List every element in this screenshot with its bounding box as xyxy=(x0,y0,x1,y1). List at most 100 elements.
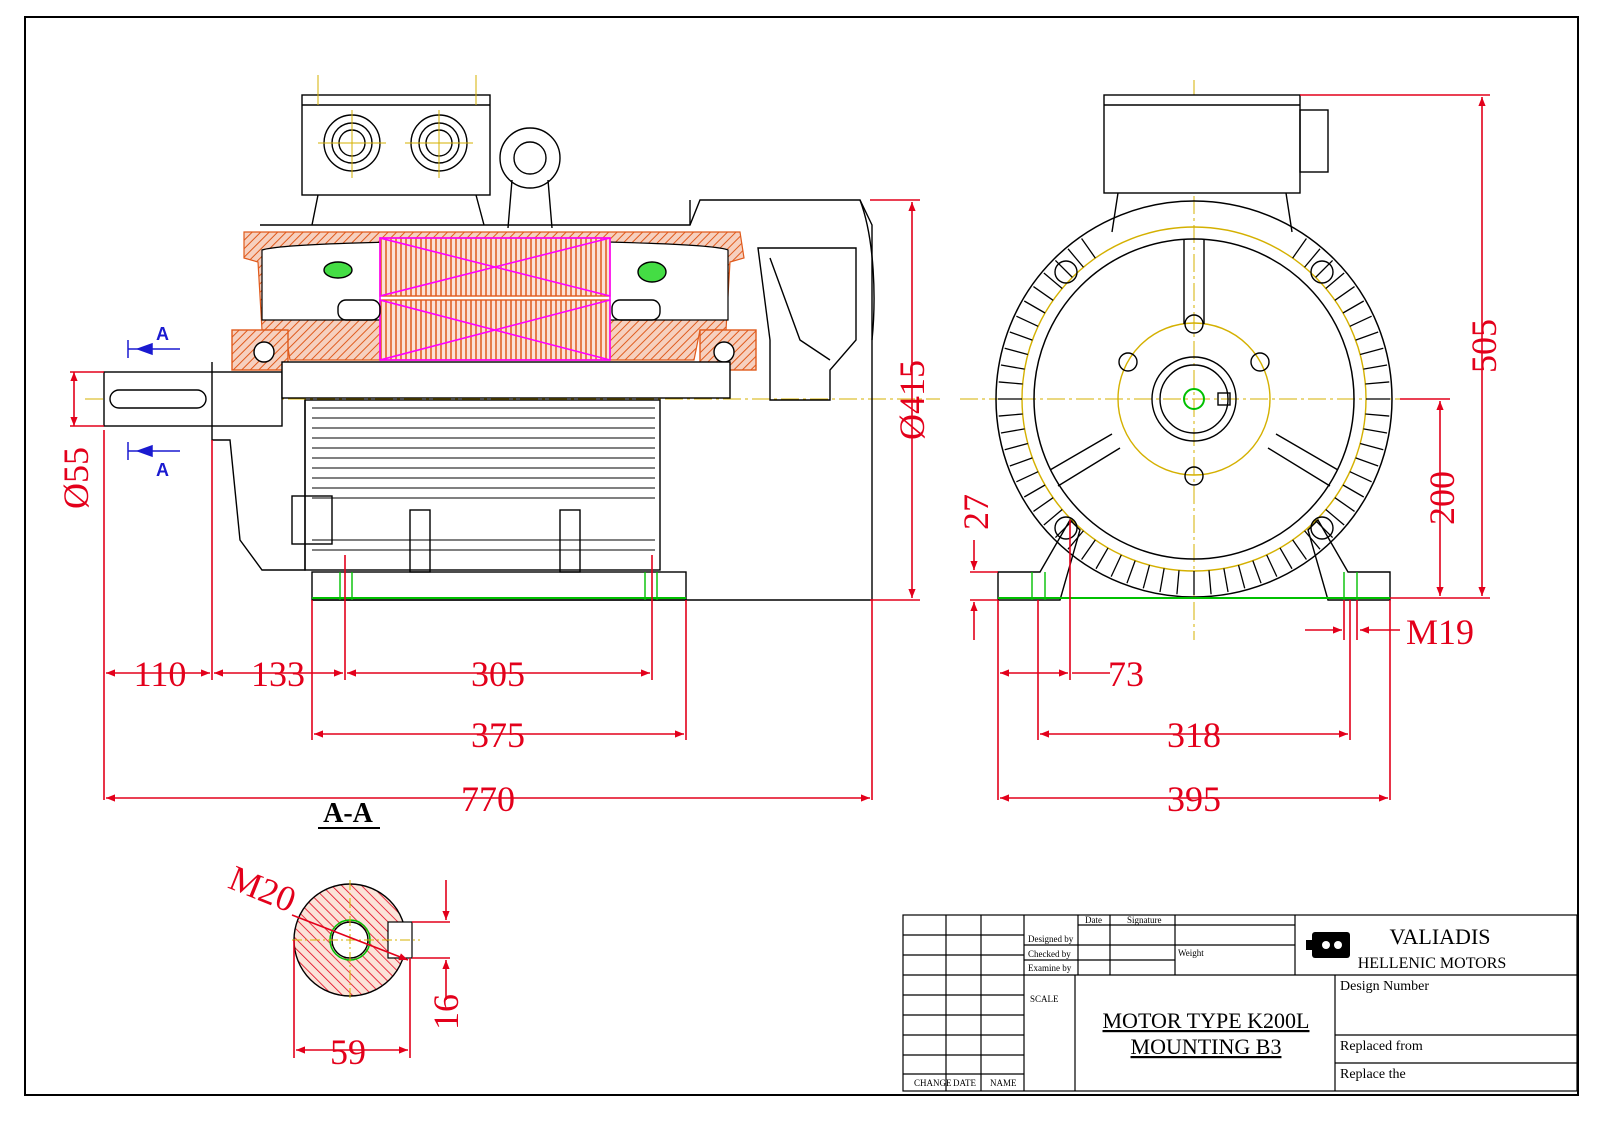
dim-height: 505 xyxy=(1464,319,1504,373)
sheet-border xyxy=(24,16,1579,1096)
fin xyxy=(1016,471,1039,483)
terminal-box-front xyxy=(1103,94,1301,194)
section-marker-bottom-label: A xyxy=(156,460,169,480)
dim-shaft-length: 110 xyxy=(134,654,187,694)
rev-col-date: DATE xyxy=(953,1078,976,1088)
company-logo xyxy=(1306,932,1350,958)
dim-key-width: 16 xyxy=(426,994,466,1030)
cooling-fins xyxy=(312,407,655,551)
dim-foot-length: 375 xyxy=(471,715,525,755)
dim-overall-width: 395 xyxy=(1167,779,1221,819)
dim-key-thread: M20 xyxy=(223,858,301,921)
fin xyxy=(1325,272,1345,289)
fin xyxy=(1363,364,1388,370)
fin xyxy=(1033,286,1054,301)
fin xyxy=(1359,347,1384,356)
fin xyxy=(1004,442,1029,451)
bearing-left xyxy=(231,329,289,371)
fin xyxy=(1223,568,1229,593)
fin xyxy=(1315,259,1334,278)
fin xyxy=(1023,484,1046,498)
fin xyxy=(1349,315,1372,327)
front-radial-fins xyxy=(998,238,1390,595)
weight-label: Weight xyxy=(1178,948,1204,958)
fin xyxy=(1266,554,1278,577)
foot-side xyxy=(311,571,687,601)
lifting-eye xyxy=(499,127,561,229)
fin xyxy=(1237,564,1246,589)
dim-foot-hole-spacing: 305 xyxy=(471,654,525,694)
dim-section-width: 59 xyxy=(330,1032,366,1072)
fin xyxy=(1292,238,1307,259)
fin xyxy=(1126,560,1136,584)
fin xyxy=(1009,331,1033,341)
dim-hole-spacing-front: 318 xyxy=(1167,715,1221,755)
fin xyxy=(1279,547,1293,570)
stator-core-cross xyxy=(379,237,611,361)
fin xyxy=(1159,568,1165,593)
section-title: A-A xyxy=(323,798,374,829)
fin xyxy=(1334,286,1355,301)
dim-foot-height: 27 xyxy=(956,494,996,530)
sig-row-examine: Examine by xyxy=(1028,963,1072,973)
fin xyxy=(1304,248,1321,268)
fin xyxy=(1033,497,1054,512)
fin xyxy=(1359,442,1384,451)
fin xyxy=(1081,539,1096,560)
fin xyxy=(1292,539,1307,560)
dim-shaft-height: 200 xyxy=(1422,471,1462,525)
terminal-box xyxy=(301,75,491,226)
dim-overall-length: 770 xyxy=(461,779,515,819)
fin xyxy=(1252,560,1262,584)
dim-shoulder-to-foot: 133 xyxy=(251,654,305,694)
front-view xyxy=(960,80,1430,640)
fin xyxy=(1110,554,1122,577)
fin xyxy=(1355,457,1379,467)
rev-col-change: CHANGE xyxy=(914,1078,952,1088)
fin xyxy=(1043,272,1063,289)
fin xyxy=(1043,509,1063,526)
fin xyxy=(1363,428,1388,434)
dim-mounting-bolt: M19 xyxy=(1406,612,1474,652)
fin xyxy=(1009,457,1033,467)
fin xyxy=(1349,471,1372,483)
title-line-2: MOUNTING B3 xyxy=(1131,1034,1282,1059)
fin xyxy=(1054,259,1073,278)
fin xyxy=(1176,570,1180,595)
fin xyxy=(1000,364,1025,370)
sig-row-designed: Designed by xyxy=(1028,934,1074,944)
replace-the-label: Replace the xyxy=(1340,1067,1406,1082)
fin xyxy=(1023,300,1046,314)
dim-shaft-diameter: Ø55 xyxy=(56,447,96,509)
fin xyxy=(1334,497,1355,512)
fin xyxy=(1142,564,1151,589)
section-aa xyxy=(292,827,420,1000)
fin xyxy=(1081,238,1096,259)
fin xyxy=(1016,315,1039,327)
dim-foot-width: 73 xyxy=(1108,654,1144,694)
fin xyxy=(1004,347,1029,356)
fin xyxy=(1000,428,1025,434)
side-view xyxy=(85,75,940,601)
design-number-label: Design Number xyxy=(1340,979,1429,994)
title-line-1: MOTOR TYPE K200L xyxy=(1103,1008,1310,1033)
fin xyxy=(1342,484,1365,498)
fin xyxy=(1095,547,1109,570)
fin xyxy=(998,413,1023,417)
section-marker-bottom xyxy=(127,442,180,460)
fin xyxy=(1365,413,1390,417)
fin xyxy=(1208,570,1212,595)
fin xyxy=(1355,331,1379,341)
fin xyxy=(1325,509,1345,526)
rev-col-name: NAME xyxy=(990,1078,1017,1088)
replaced-from-label: Replaced from xyxy=(1340,1039,1423,1054)
sig-header-signature: Signature xyxy=(1127,915,1162,925)
dim-frame-diameter: Ø415 xyxy=(892,360,932,440)
fin xyxy=(1365,381,1390,385)
dimension-lines xyxy=(70,94,1490,1058)
fin xyxy=(1342,300,1365,314)
company-name: VALIADIS xyxy=(1389,924,1490,949)
fin xyxy=(1304,530,1321,550)
fin xyxy=(998,381,1023,385)
